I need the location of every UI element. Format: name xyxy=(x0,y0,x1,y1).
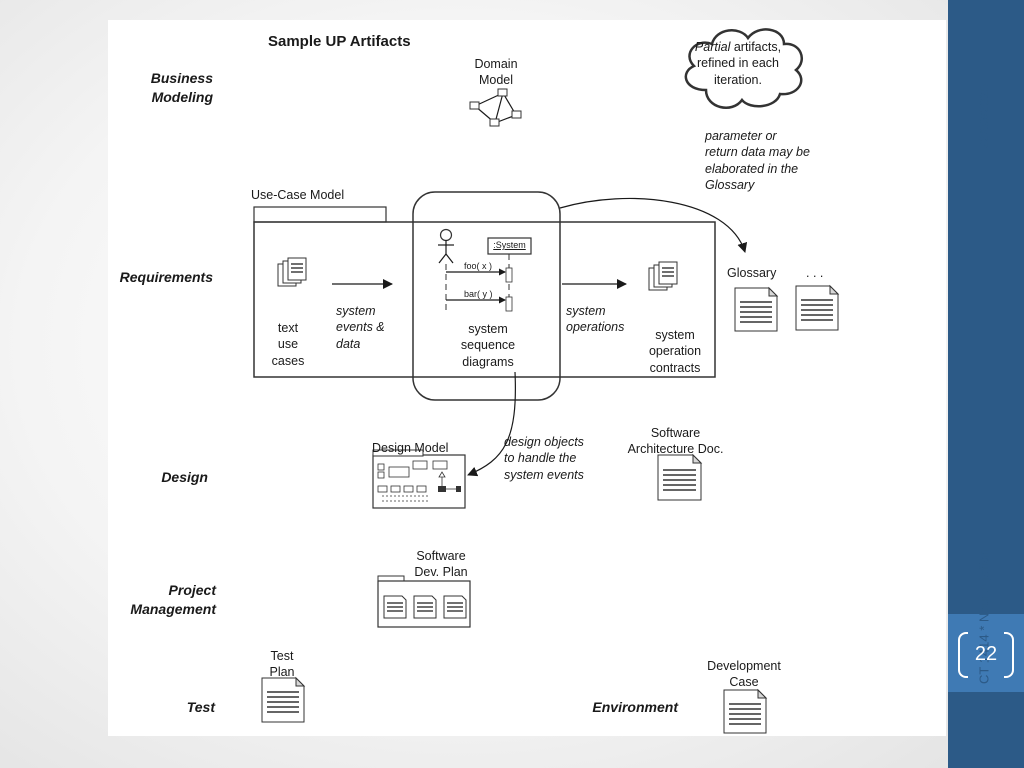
development-case-doc-icon xyxy=(723,688,768,734)
vertical-footer: CT 1414 * Nouf Aljaffan 22/03/2025 xyxy=(977,84,992,684)
discipline-environment: Environment xyxy=(592,699,678,715)
domain-model-icon xyxy=(469,88,522,127)
label-line: system xyxy=(336,304,376,318)
page-number: 22 xyxy=(958,632,1014,678)
use-case-model-package xyxy=(253,206,716,378)
label-line: cases xyxy=(271,353,305,368)
use-cases-docs-icon xyxy=(277,257,307,287)
glossary-arrow xyxy=(559,197,748,253)
architecture-doc-icon xyxy=(657,453,703,501)
ssd-label: system sequence diagrams xyxy=(443,321,533,370)
domain-model-label: Domain Model xyxy=(461,56,531,89)
label-line: data xyxy=(336,336,361,351)
label-line: operation xyxy=(648,344,702,359)
discipline-design: Design xyxy=(161,469,208,485)
design-note: design objects to handle the system even… xyxy=(504,434,584,483)
glossary-doc-icon xyxy=(734,286,779,332)
development-case-label: Development Case xyxy=(700,658,788,691)
discipline-label-line: Modeling xyxy=(151,88,213,105)
note-line: system events xyxy=(504,467,584,482)
design-model-label: Design Model xyxy=(372,441,449,455)
actor-icon xyxy=(438,228,454,312)
cloud-note-line-3: iteration. xyxy=(714,72,762,87)
up-artifacts-diagram: Sample UP Artifacts Business Modeling Re… xyxy=(108,20,946,736)
cloud-note-italic: Partial xyxy=(694,40,731,54)
more-docs-icon xyxy=(795,284,840,331)
discipline-label-line: Management xyxy=(130,600,216,617)
label-line: Plan xyxy=(269,665,295,680)
slide-date: 22/03/2025 xyxy=(976,84,992,150)
system-object-label: :System xyxy=(493,240,526,250)
cloud-note: Partial artifacts, refined in each itera… xyxy=(678,39,798,88)
use-case-model-label: Use-Case Model xyxy=(251,188,345,202)
discipline-test: Test xyxy=(186,699,215,715)
dev-plan-package xyxy=(377,575,471,628)
system-operations-label: system operations xyxy=(566,303,624,336)
glossary-label: Glossary xyxy=(727,266,777,280)
label-line: Software xyxy=(416,549,466,563)
label-line: system xyxy=(566,304,606,318)
cloud-shape xyxy=(684,28,803,109)
architecture-doc-label: Software Architecture Doc. xyxy=(613,425,738,458)
label-line: sequence xyxy=(460,338,516,353)
note-line: design objects xyxy=(504,435,584,449)
label-line: text xyxy=(277,321,299,335)
cloud-note-rest: artifacts, xyxy=(730,40,782,54)
label-line: Development xyxy=(707,659,781,673)
label-line: Test xyxy=(270,649,294,663)
label-line: Architecture Doc. xyxy=(627,442,724,457)
dev-plan-label: Software Dev. Plan xyxy=(403,548,479,581)
label-line: Domain xyxy=(474,57,518,71)
note-line: elaborated in the xyxy=(705,161,799,176)
note-line: parameter or xyxy=(705,129,777,143)
diagram-graphics xyxy=(253,28,840,734)
ssd-highlight xyxy=(412,191,561,401)
system-events-label: system events & data xyxy=(336,303,385,352)
label-line: Dev. Plan xyxy=(414,565,468,580)
test-plan-doc-icon xyxy=(261,676,306,723)
activation-1 xyxy=(505,267,513,283)
label-line: Case xyxy=(729,675,759,690)
cloud-note-line-1: Partial artifacts, xyxy=(678,39,798,55)
activation-2 xyxy=(505,296,513,312)
label-line: system xyxy=(655,328,695,342)
label-line: use xyxy=(277,337,299,352)
note-line: to handle the xyxy=(504,451,577,466)
page-number-box xyxy=(948,614,1024,692)
contracts-docs-icon xyxy=(648,261,678,291)
discipline-label-line: Business xyxy=(150,70,213,86)
design-model-icon xyxy=(372,449,466,509)
text-use-cases-label: text use cases xyxy=(258,320,318,369)
message-1-label: foo( x ) xyxy=(464,261,493,271)
discipline-business-modeling: Business Modeling xyxy=(93,69,213,107)
ellipsis: . . . xyxy=(806,266,824,280)
diagram-title: Sample UP Artifacts xyxy=(268,33,411,50)
label-line: diagrams xyxy=(462,354,514,369)
design-arrow xyxy=(467,371,516,477)
discipline-project-management: Project Management xyxy=(96,581,216,619)
glossary-note: parameter or return data may be elaborat… xyxy=(705,128,810,193)
discipline-requirements: Requirements xyxy=(119,269,213,285)
label-line: events & xyxy=(336,320,385,335)
label-line: Software xyxy=(650,426,701,440)
note-line: return data may be xyxy=(705,145,810,160)
discipline-label-line: Project xyxy=(168,582,216,598)
operation-contracts-label: system operation contracts xyxy=(638,327,712,376)
message-2-label: bar( y ) xyxy=(464,289,493,299)
label-line: contracts xyxy=(649,360,701,375)
note-line: Glossary xyxy=(705,177,755,192)
label-line: Model xyxy=(478,73,514,88)
label-line: operations xyxy=(566,320,625,335)
cloud-note-line-2: refined in each xyxy=(696,56,779,71)
test-plan-label: Test Plan xyxy=(258,648,306,681)
label-line: system xyxy=(468,322,508,336)
